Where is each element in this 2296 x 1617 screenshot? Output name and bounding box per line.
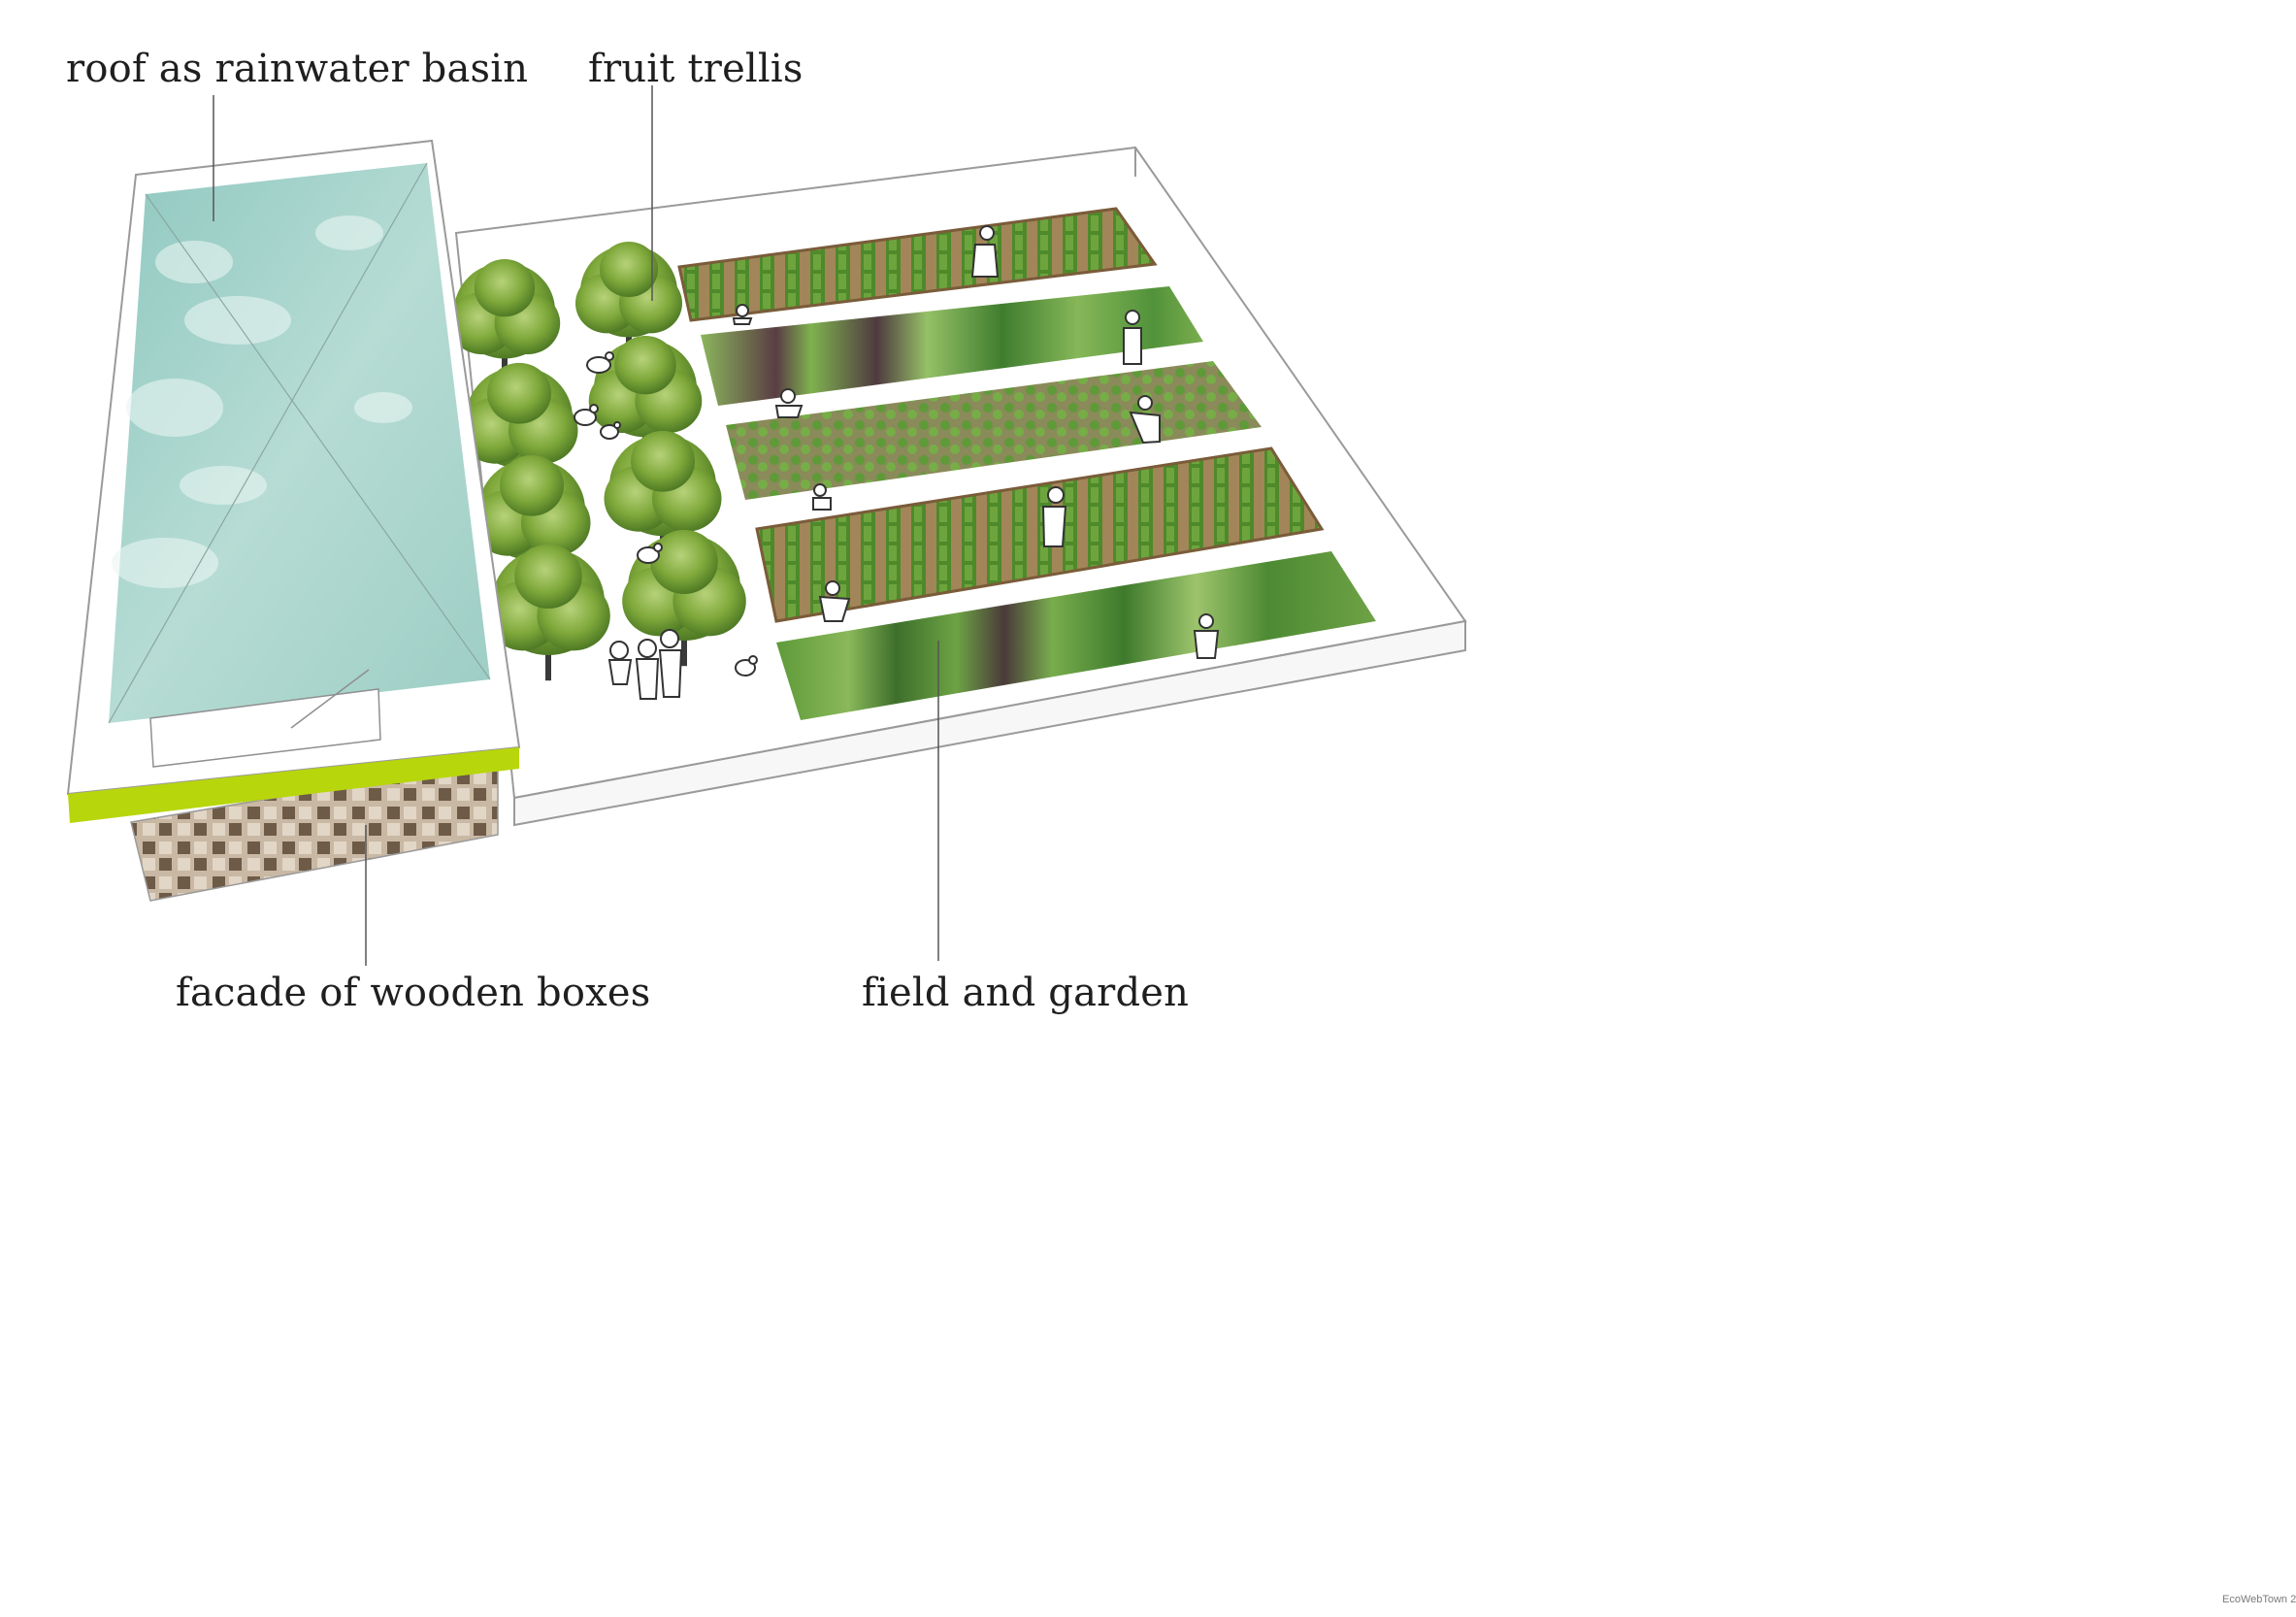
tree (588, 335, 703, 461)
figures (574, 225, 1220, 700)
tree (473, 454, 591, 584)
field-strip-3 (726, 361, 1262, 500)
chicken-figure (586, 351, 614, 374)
rainwater-basin (109, 163, 490, 723)
field-strip-5 (776, 551, 1376, 720)
tree (575, 242, 682, 359)
person-figure (1123, 310, 1142, 365)
person-figure (818, 580, 851, 622)
field-and-garden-beds (677, 207, 1376, 720)
person-figure (1129, 395, 1161, 445)
person-figure (1193, 613, 1220, 659)
person-figure (812, 483, 832, 511)
leader-lines (213, 85, 939, 966)
label-facade-of-wooden-boxes: facade of wooden boxes (176, 971, 651, 1015)
person-figure (732, 304, 753, 325)
tree (460, 362, 578, 492)
person-figure (1041, 486, 1067, 547)
roof-stair-box (149, 688, 381, 768)
chicken-figure (637, 543, 663, 564)
lime-roof-edge (68, 747, 519, 823)
garden-bed-1 (677, 207, 1158, 322)
label-fruit-trellis: fruit trellis (588, 47, 804, 91)
person-figure (970, 225, 1000, 278)
field-strip-2 (701, 286, 1203, 406)
tree (486, 544, 610, 681)
fruit-trellis-trees (448, 242, 746, 681)
garden-bed-4 (755, 446, 1325, 623)
tree (604, 430, 722, 560)
people-group (607, 629, 683, 700)
chicken-figure (735, 655, 758, 676)
chicken-figure (574, 404, 599, 426)
tree (622, 529, 746, 667)
cloud-reflections (112, 215, 412, 588)
credit-text: EcoWebTown 2 (2222, 1594, 2296, 1605)
label-roof-as-rainwater-basin: roof as rainwater basin (66, 47, 529, 91)
roof-diagonals (108, 162, 491, 724)
tree (448, 258, 561, 381)
person-figure (774, 388, 804, 418)
building (66, 139, 521, 902)
chicken-figure (600, 421, 621, 440)
label-field-and-garden: field and garden (862, 971, 1190, 1015)
